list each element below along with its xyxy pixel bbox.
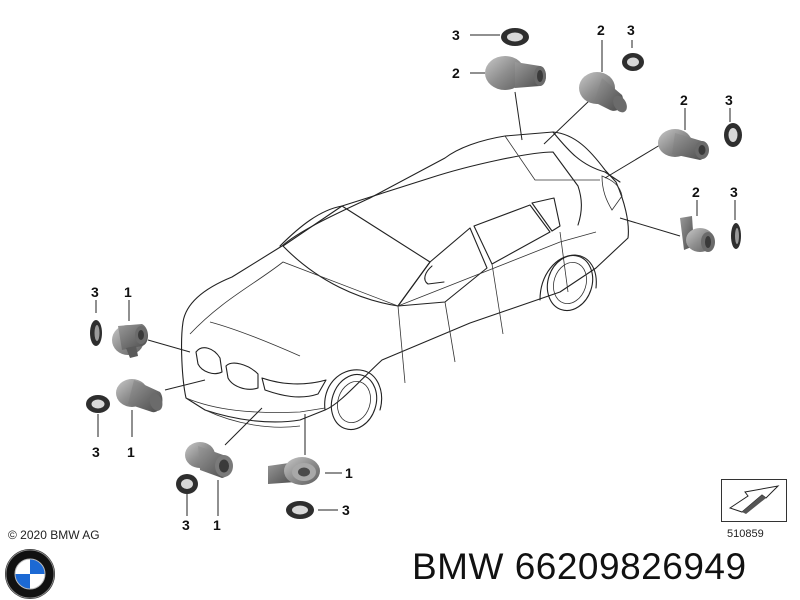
callout-sensor-rear: 2 — [692, 184, 700, 200]
callout-ring: 3 — [452, 27, 460, 43]
front-sensor-bottom-center — [268, 457, 320, 485]
callout-sensor: 1 — [127, 444, 135, 460]
rear-ring-middle-right — [724, 123, 742, 147]
front-sensor-lower-left — [185, 442, 233, 478]
callout-ring: 3 — [91, 284, 99, 300]
rear-sensor-top-left — [485, 56, 546, 90]
front-sensor-middle-left — [116, 379, 163, 413]
reference-number: 510859 — [727, 528, 764, 540]
copyright-notice: © 2020 BMW AG — [8, 528, 100, 542]
callout-ring: 3 — [182, 517, 190, 533]
front-ring-middle-left — [86, 395, 110, 413]
rear-ring-top-left — [501, 28, 529, 46]
rear-ring-top-right — [622, 53, 644, 71]
callout-sensor: 1 — [124, 284, 132, 300]
front-ring-bottom-center — [286, 501, 314, 519]
bmw-logo-icon — [5, 549, 55, 599]
rear-sensor-lower-right — [680, 216, 715, 252]
reference-arrow-icon — [728, 485, 780, 514]
callout-numbers: 3 2 2 3 2 3 2 3 3 1 3 1 3 1 1 3 — [91, 22, 738, 533]
rear-sensor-top-right — [579, 72, 627, 113]
front-ring-lower-left — [176, 474, 198, 494]
callout-sensor-rear: 2 — [597, 22, 605, 38]
part-number-title: BMW 66209826949 — [412, 546, 747, 587]
callout-sensor: 1 — [213, 517, 221, 533]
leader-lines — [95, 34, 736, 516]
callout-ring: 3 — [725, 92, 733, 108]
front-ring-upper-left — [90, 320, 102, 346]
reference-box — [721, 479, 787, 522]
callout-sensor: 1 — [345, 465, 353, 481]
callout-sensor-rear: 2 — [680, 92, 688, 108]
callout-ring: 3 — [627, 22, 635, 38]
car-outline — [181, 131, 629, 431]
callout-ring: 3 — [92, 444, 100, 460]
callout-ring: 3 — [342, 502, 350, 518]
callout-sensor-rear: 2 — [452, 65, 460, 81]
front-sensor-upper-left — [112, 324, 148, 358]
rear-ring-lower-right — [731, 223, 741, 249]
callout-ring: 3 — [730, 184, 738, 200]
rear-sensor-middle-right — [658, 129, 709, 160]
